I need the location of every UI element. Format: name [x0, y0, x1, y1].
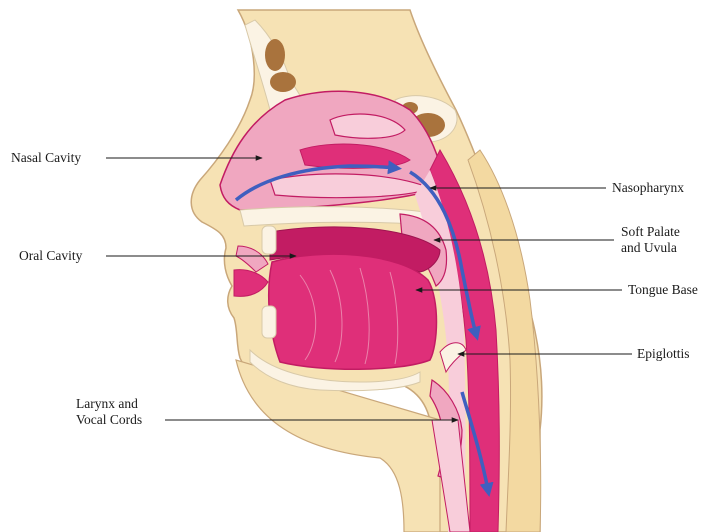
label-nasopharynx: Nasopharynx [612, 180, 684, 196]
label-soft-palate-line1: Soft Palate [621, 224, 680, 240]
label-oral-cavity: Oral Cavity [19, 248, 82, 264]
frontal-sinus-lower [270, 72, 296, 92]
label-tongue-base: Tongue Base [628, 282, 698, 298]
label-nasal-cavity: Nasal Cavity [11, 150, 81, 166]
tongue [269, 254, 437, 369]
label-epiglottis: Epiglottis [637, 346, 690, 362]
frontal-sinus [265, 39, 285, 71]
lower-teeth [262, 306, 276, 338]
label-larynx-vocal-cords: Larynx and Vocal Cords [76, 396, 142, 428]
label-larynx-line1: Larynx and [76, 396, 142, 412]
label-soft-palate-line2: and Uvula [621, 240, 680, 256]
upper-teeth [262, 226, 276, 254]
label-larynx-line2: Vocal Cords [76, 412, 142, 428]
label-soft-palate-uvula: Soft Palate and Uvula [621, 224, 680, 256]
